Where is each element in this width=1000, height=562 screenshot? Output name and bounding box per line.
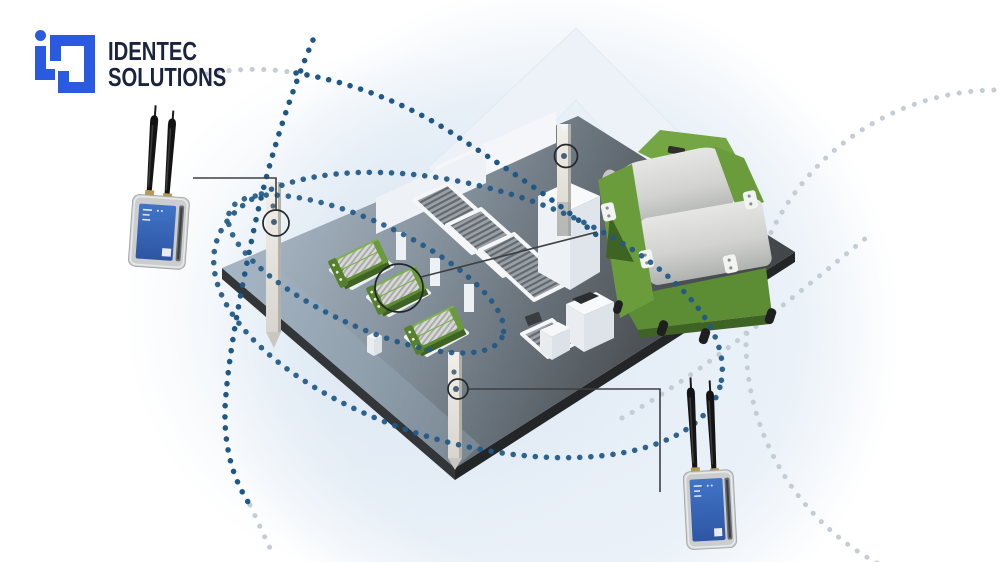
antenna-pole-left (266, 182, 281, 348)
highlight-circle-machine (374, 263, 424, 313)
green-machine-3 (404, 305, 467, 357)
antenna-pole-top (557, 124, 571, 236)
pole-sensor-dot (451, 369, 457, 375)
ring-ellipse-outer (210, 169, 726, 461)
antenna-icon (146, 105, 176, 195)
antenna-pole-bottom (448, 352, 462, 470)
green-machine-1 (328, 238, 391, 290)
factory-wall-conveyors (376, 111, 600, 359)
highlight-circles (262, 143, 579, 400)
callout-line-machine (420, 231, 598, 278)
callout-line-reader-left (193, 177, 277, 210)
callout-line-reader-right (469, 388, 661, 492)
rfid-reader-left (128, 105, 190, 270)
brand-line2: SOLUTIONS (108, 62, 227, 92)
coverage-ring-light (203, 66, 1000, 562)
highlight-circle-pole-bottom (447, 378, 469, 400)
reader-front-panel (135, 203, 177, 261)
identec-logo-icon (28, 26, 98, 96)
coverage-rings (210, 37, 726, 505)
rfid-reader-right (682, 377, 738, 550)
wall-piers (396, 232, 474, 312)
highlight-circle-pole-top (553, 143, 579, 169)
brand-line1: IDENTEC (108, 36, 198, 66)
tagged-machine-cluster (328, 238, 469, 357)
ring-arc-top (293, 70, 605, 243)
pole-sensor-dot (270, 203, 276, 209)
brand-wordmark: IDENTEC SOLUTIONS (108, 38, 226, 90)
large-green-machine (598, 130, 777, 345)
ring-ellipse-inner (225, 192, 507, 356)
callout-lines (193, 177, 661, 492)
pole-sensor-dot (453, 386, 459, 392)
pole-sensor-dot (271, 219, 277, 225)
small-white-machine (524, 292, 614, 360)
reader-front-panel (689, 478, 726, 542)
antenna-icon (686, 377, 717, 469)
brand-logo: IDENTEC SOLUTIONS (28, 26, 260, 96)
caster-wheels (613, 300, 777, 345)
pole-sensor-dot (561, 153, 567, 159)
